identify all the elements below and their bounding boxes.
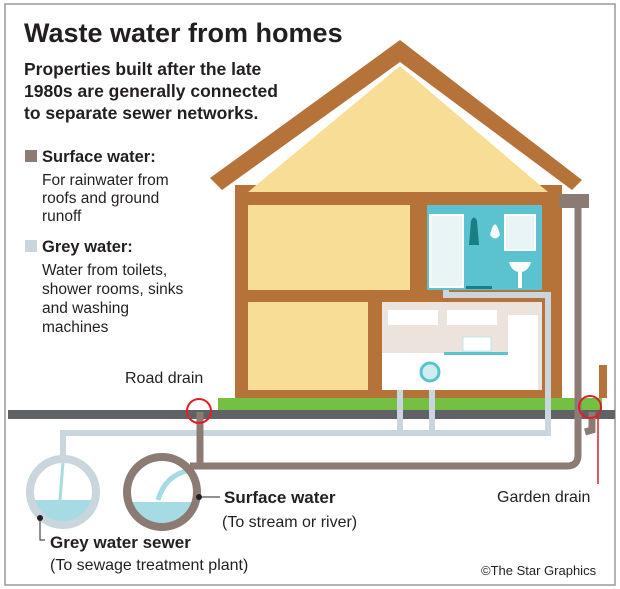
legend-desc: For rainwater from xyxy=(42,172,169,189)
legend-desc: Water from toilets, xyxy=(42,262,167,279)
towel-icon xyxy=(469,217,479,245)
legend-desc: machines xyxy=(42,319,109,336)
surface-water-sublabel: (To stream or river) xyxy=(222,514,357,531)
house xyxy=(210,40,582,400)
garden-grass xyxy=(218,398,602,410)
legend-grey-label: Grey water: xyxy=(42,238,133,256)
surface-water-sewer xyxy=(123,453,201,531)
grey-sewer-label: Grey water sewer xyxy=(50,533,191,552)
gutter xyxy=(559,194,589,208)
fence-post xyxy=(599,365,607,398)
subtitle-line: 1980s are generally connected xyxy=(24,81,278,101)
garden-drain-label: Garden drain xyxy=(497,489,590,506)
title: Waste water from homes xyxy=(24,18,343,48)
legend-surface-label: Surface water: xyxy=(42,148,156,166)
bathroom xyxy=(427,205,542,290)
kitchen xyxy=(382,302,542,390)
legend-desc: shower rooms, sinks xyxy=(42,281,184,298)
surface-water-swatch xyxy=(25,150,37,162)
callout-line xyxy=(39,518,45,541)
fridge xyxy=(508,315,538,390)
credit: ©The Star Graphics xyxy=(481,563,597,578)
subtitle-line: to separate sewer networks. xyxy=(24,103,258,123)
subtitle-line: Properties built after the late xyxy=(24,59,262,79)
grey-water-swatch xyxy=(25,240,37,252)
surface-water-label: Surface water xyxy=(224,488,336,507)
sink-icon xyxy=(509,262,531,272)
grey-sewer-sublabel: (To sewage treatment plant) xyxy=(50,557,248,574)
garden-drain-marker xyxy=(578,395,602,419)
road xyxy=(8,410,615,419)
legend-desc: and washing xyxy=(42,300,129,317)
legend-desc: roofs and ground xyxy=(42,190,159,207)
road-drain-marker xyxy=(186,398,212,424)
washing-machine-icon xyxy=(419,361,441,383)
road-drain-label: Road drain xyxy=(125,370,203,387)
legend-desc: runoff xyxy=(42,208,82,225)
grey-water-pipes xyxy=(60,290,551,462)
